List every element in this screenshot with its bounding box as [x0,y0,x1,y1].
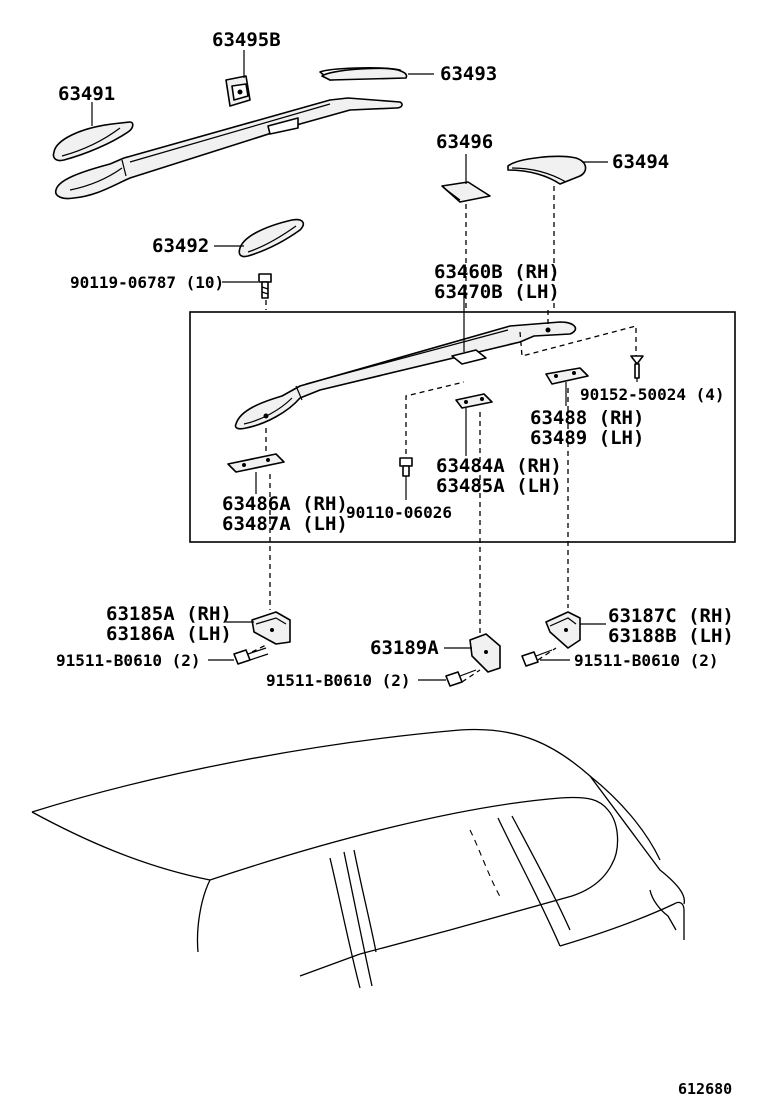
label-90152-50024: 90152-50024 (4) [580,385,725,404]
label-63188B: 63188B (LH) [608,625,734,647]
label-63489: 63489 (LH) [530,427,644,449]
label-63185A: 63185A (RH) [106,603,232,625]
label-63495B: 63495B [212,29,281,51]
label-90110-06026: 90110-06026 [346,503,452,522]
roof-rail-assembly-63460B [234,321,577,430]
bolt-91511-right-icon [521,647,557,667]
figure-id: 612680 [678,1080,732,1098]
part-63189A-bracket [469,633,501,673]
bolt-91511-left-icon [233,643,269,665]
screw-90110-icon [399,457,413,477]
label-63491: 63491 [58,83,115,105]
vehicle-roof-outline [31,728,686,989]
label-63496: 63496 [436,131,493,153]
bolt-90119-icon [258,273,272,299]
part-63492-end-cover [238,218,305,258]
label-63492: 63492 [152,235,209,257]
label-91511-B0610-left: 91511-B0610 (2) [56,651,201,670]
label-63460B: 63460B (RH) [434,261,560,283]
part-63187C-bracket [545,611,581,649]
part-63493-cover [321,67,408,81]
part-63494-end-cover [507,155,587,185]
part-63484A-bracket [455,393,493,409]
screw-90110-guide [405,381,465,454]
part-63496-pad [441,181,491,203]
bolt-91511-mid-icon [445,669,481,687]
label-63186A: 63186A (LH) [106,623,232,645]
rail-assembly-box [189,311,736,543]
part-63488-bracket [545,367,589,385]
label-90119-06787: 90119-06787 (10) [70,273,224,292]
label-63189A: 63189A [370,637,439,659]
part-63185A-bracket [251,611,291,645]
label-63485A: 63485A (LH) [436,475,562,497]
label-63484A: 63484A (RH) [436,455,562,477]
label-91511-B0610-right: 91511-B0610 (2) [574,651,719,670]
part-63495B-bracket [225,75,251,107]
label-63187C: 63187C (RH) [608,605,734,627]
part-63491-end-cover [52,121,134,162]
label-63493: 63493 [440,63,497,85]
label-63486A: 63486A (RH) [222,493,348,515]
label-63470B: 63470B (LH) [434,281,560,303]
label-63494: 63494 [612,151,669,173]
label-91511-B0610-mid: 91511-B0610 (2) [266,671,411,690]
label-63487A: 63487A (LH) [222,513,348,535]
part-63486A-bracket [227,453,285,473]
label-63488: 63488 (RH) [530,407,644,429]
fastener-guide-right [519,325,637,357]
screw-90152-icon [630,355,644,379]
